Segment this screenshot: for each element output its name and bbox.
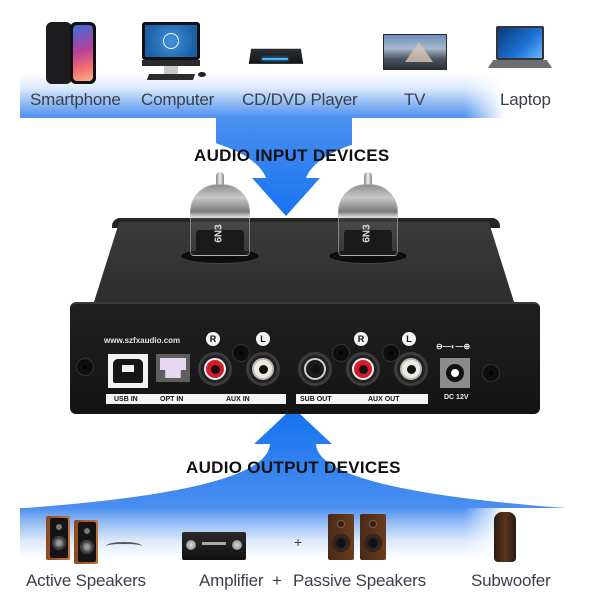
active-speakers-icon [74, 520, 98, 564]
aux-in-left-jack[interactable] [246, 352, 280, 386]
desktop-computer-icon [142, 22, 210, 84]
screw-icon [232, 344, 250, 362]
label-dvd-player: CD/DVD Player [242, 90, 358, 109]
left-channel-badge: L [402, 332, 416, 346]
polarity-symbol: ⊖—◐—⊕ [436, 342, 471, 351]
speaker-cable-icon [106, 542, 142, 550]
output-label-strip: SUB OUT AUX OUT [296, 394, 428, 404]
left-channel-badge: L [256, 332, 270, 346]
label-smartphone: Smartphone [30, 90, 121, 109]
screw-icon [332, 344, 350, 362]
output-devices-heading: AUDIO OUTPUT DEVICES [186, 458, 401, 477]
arrow-down-icon [216, 118, 352, 216]
amplifier-icon [182, 532, 246, 560]
sub-out-jack[interactable] [298, 352, 332, 386]
label-passive-speakers: Passive Speakers [293, 571, 426, 590]
aux-in-label: AUX IN [226, 395, 250, 403]
laptop-icon [488, 26, 552, 80]
screw-icon [482, 364, 500, 382]
aux-out-label: AUX OUT [368, 395, 400, 403]
screw-icon [76, 358, 94, 376]
smartphone-icon [46, 22, 96, 84]
aux-out-left-jack[interactable] [394, 352, 428, 386]
plus-icon: + [294, 534, 303, 550]
device-top-panel [94, 222, 514, 302]
label-laptop: Laptop [500, 90, 551, 109]
dvd-player-icon [248, 44, 304, 68]
arrow-up-icon [26, 414, 566, 508]
opt-in-label: OPT IN [160, 395, 184, 403]
dc-label: DC 12V [444, 394, 469, 401]
label-computer: Computer [141, 90, 215, 109]
website-text: www.szfxaudio.com [104, 336, 181, 345]
passive-speakers-icon [328, 514, 354, 560]
label-tv: TV [404, 90, 426, 109]
tv-icon [383, 34, 447, 76]
active-speakers-icon [46, 516, 70, 560]
right-channel-badge: R [206, 332, 220, 346]
usb-in-port[interactable] [108, 354, 148, 388]
subwoofer-icon [494, 512, 516, 562]
input-label-strip: USB IN OPT IN AUX IN [106, 394, 286, 404]
sub-out-label: SUB OUT [300, 395, 332, 403]
screw-icon [382, 344, 400, 362]
input-devices-heading: AUDIO INPUT DEVICES [194, 146, 390, 165]
tube-label: 6N3 [213, 224, 225, 243]
label-plus: + [272, 571, 282, 590]
right-channel-badge: R [354, 332, 368, 346]
label-active-speakers: Active Speakers [26, 571, 146, 590]
tube-label: 6N3 [361, 224, 373, 243]
tube-preamp-device: 6N3 6N3 www.szfxaudio.com R L R L USB IN… [64, 172, 540, 414]
passive-speakers-icon [360, 514, 386, 560]
optical-in-port[interactable] [156, 354, 190, 382]
dc-power-jack[interactable] [440, 358, 470, 388]
label-subwoofer: Subwoofer [471, 571, 551, 590]
usb-in-label: USB IN [114, 395, 138, 403]
aux-in-right-jack[interactable] [198, 352, 232, 386]
aux-out-right-jack[interactable] [346, 352, 380, 386]
label-amplifier: Amplifier [199, 571, 264, 590]
